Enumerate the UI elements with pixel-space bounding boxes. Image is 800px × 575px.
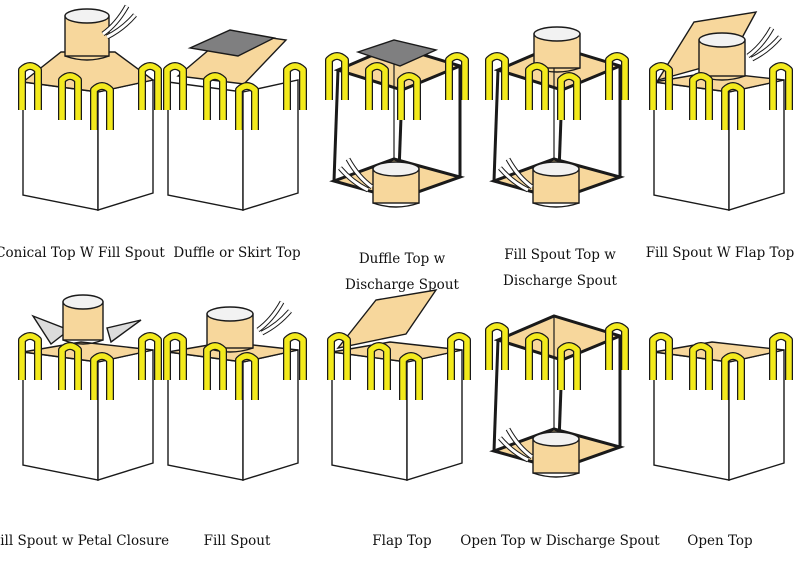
caption-open-top-discharge: Open Top w Discharge Spout [460, 533, 660, 549]
lifting-loop [689, 342, 713, 390]
frame-edge [332, 69, 340, 182]
lifting-loop [367, 342, 391, 390]
lifting-loop [445, 52, 469, 100]
frame-edge [492, 339, 500, 452]
lifting-loop [485, 322, 509, 370]
lifting-loop [721, 352, 745, 400]
caption-open-top: Open Top [687, 533, 752, 549]
bag-flap-top [327, 289, 471, 481]
lifting-loop [649, 62, 673, 110]
lifting-loop [163, 62, 187, 110]
bag-open-top [649, 332, 793, 481]
caption-fill-spout: Fill Spout [204, 533, 271, 549]
fill-spout [533, 26, 581, 73]
lifting-loop [235, 82, 259, 130]
flap-panel [336, 289, 438, 350]
lifting-loop [399, 352, 423, 400]
lifting-loop [557, 72, 581, 120]
fill-spout [698, 32, 746, 81]
caption-fill-spout-petal-closure: Fill Spout w Petal Closure [0, 533, 169, 549]
lifting-loop [397, 72, 421, 120]
lifting-loop [525, 332, 549, 380]
fill-spout [62, 294, 104, 345]
lifting-loop [485, 52, 509, 100]
lifting-loop [235, 352, 259, 400]
caption-duffle-top-discharge: Discharge Spout [345, 277, 459, 293]
discharge-spout [532, 161, 580, 208]
bag-fill-spout [163, 300, 307, 481]
lifting-loop [58, 72, 82, 120]
frame-edge [492, 69, 500, 182]
lifting-loop [90, 82, 114, 130]
lifting-loop [283, 62, 307, 110]
lifting-loop [203, 342, 227, 390]
caption-conical-top-fill-spout: Conical Top W Fill Spout [0, 245, 165, 261]
discharge-spout [372, 161, 420, 208]
bag-duffle-skirt-top [163, 29, 307, 211]
bag-open-top-discharge [485, 314, 629, 478]
fill-spout [64, 8, 110, 61]
lifting-loop [327, 332, 351, 380]
duffle-closed-top [187, 29, 277, 57]
petal-flap [106, 319, 142, 344]
lifting-loop [649, 332, 673, 380]
bag-conical-top-fill-spout [18, 4, 162, 211]
lifting-loop [605, 52, 629, 100]
closed-duffle-top [355, 39, 439, 67]
lifting-loop [365, 62, 389, 110]
lifting-loop [769, 62, 793, 110]
lifting-loop [721, 82, 745, 130]
conical-top [21, 51, 155, 93]
caption-fill-spout-top-discharge: Fill Spout Top w [504, 247, 616, 263]
petal-flap [31, 314, 71, 346]
bag-fill-spout-petal-closure [18, 294, 162, 481]
lifting-loop [447, 332, 471, 380]
bag-duffle-top-discharge [325, 39, 469, 208]
lifting-loop [138, 332, 162, 380]
discharge-spout [532, 431, 580, 478]
caption-flap-top: Flap Top [372, 533, 431, 549]
lifting-loop [138, 62, 162, 110]
lifting-loop [769, 332, 793, 380]
caption-duffle-top-discharge: Duffle Top w [359, 251, 446, 267]
lifting-loop [689, 72, 713, 120]
lifting-loop [18, 332, 42, 380]
caption-duffle-skirt-top: Duffle or Skirt Top [173, 245, 300, 261]
lifting-loop [525, 62, 549, 110]
lifting-loop [18, 62, 42, 110]
bag-fill-spout-flap-top [649, 11, 793, 211]
bag-fill-spout-top-discharge [485, 26, 629, 208]
lifting-loop [163, 332, 187, 380]
lifting-loop [203, 72, 227, 120]
lifting-loop [90, 352, 114, 400]
lifting-loop [557, 342, 581, 390]
lifting-loop [58, 342, 82, 390]
lifting-loop [325, 52, 349, 100]
caption-fill-spout-flap-top: Fill Spout W Flap Top [646, 245, 795, 261]
lifting-loop [283, 332, 307, 380]
caption-fill-spout-top-discharge: Discharge Spout [503, 273, 617, 289]
lifting-loop [605, 322, 629, 370]
